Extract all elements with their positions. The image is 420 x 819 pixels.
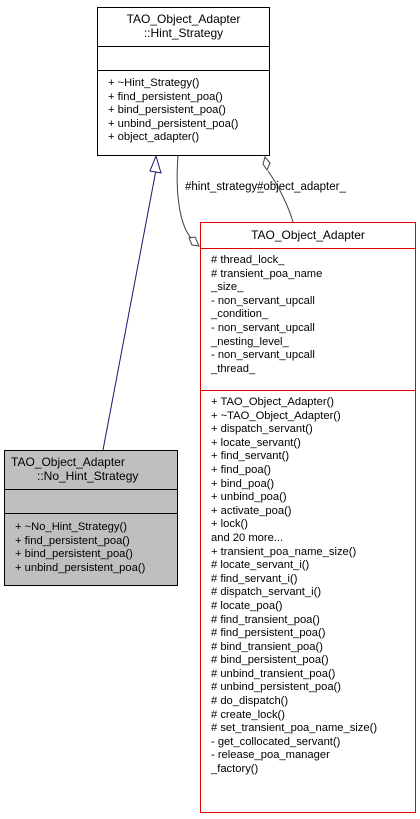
operation: + ~TAO_Object_Adapter() [211,409,341,422]
hint-strategy-attributes [98,46,269,70]
operation: # locate_poa() [211,599,283,612]
operation: + unbind_poa() [211,491,287,504]
object-adapter-attributes: # thread_lock_ # transient_poa_name _siz… [201,248,415,390]
object-adapter-title: TAO_Object_Adapter [251,228,365,242]
inheritance-edge [102,169,157,451]
attribute: _condition_ [211,308,269,321]
operation: + unbind_persistent_poa() [15,561,146,574]
operation: + unbind_persistent_poa() [108,117,239,130]
attribute: # thread_lock_ [211,254,285,266]
operation: # find_servant_i() [211,572,298,585]
hint-strategy-title-line1: TAO_Object_Adapter [126,12,241,26]
object-adapter-operations: + TAO_Object_Adapter() + ~TAO_Object_Ada… [201,390,415,781]
operation: + bind_persistent_poa() [108,104,226,117]
operation: + ~Hint_Strategy() [108,77,200,89]
attribute: - non_servant_upcall [211,294,315,307]
no-hint-strategy-operations: + ~No_Hint_Strategy() + find_persistent_… [5,513,177,579]
operation: + dispatch_servant() [211,423,313,436]
operation: + find_persistent_poa() [108,90,223,103]
operation: # bind_transient_poa() [211,640,323,653]
operation: + find_persistent_poa() [15,534,130,547]
operation: + activate_poa() [211,504,292,517]
attribute: _thread_ [211,362,256,375]
no-hint-strategy-title-line1: TAO_Object_Adapter [11,455,125,469]
operation: + transient_poa_name_size() [211,545,357,558]
operation: - release_poa_manager [211,749,330,762]
object-adapter-class[interactable]: TAO_Object_Adapter # thread_lock_ # tran… [200,222,416,813]
operation: # bind_persistent_poa() [211,654,329,667]
operation: # set_transient_poa_name_size() [211,722,378,735]
attribute: # transient_poa_name [211,267,323,280]
no-hint-strategy-attributes [5,489,177,513]
object-adapter-diamond [262,155,271,172]
operation: # create_lock() [211,708,285,721]
attribute: - non_servant_upcall [211,349,315,362]
more-operations-link[interactable]: and 20 more... [211,531,284,544]
operation: - get_collocated_servant() [211,735,341,748]
attribute: _nesting_level_ [211,335,289,348]
operation: # locate_servant_i() [211,559,310,572]
operation: + object_adapter() [108,131,200,144]
hint-strategy-association [176,155,194,241]
hint-strategy-title-line2: ::Hint_Strategy [143,26,224,40]
operation: + bind_poa() [211,477,275,490]
hint-strategy-title: TAO_Object_Adapter ::Hint_Strategy [98,8,269,46]
hint-strategy-class[interactable]: TAO_Object_Adapter ::Hint_Strategy + ~Hi… [97,7,270,156]
operation: # dispatch_servant_i() [211,586,322,599]
operation: + bind_persistent_poa() [15,548,133,561]
operation: # unbind_transient_poa() [211,667,336,680]
hint-strategy-diamond [188,236,200,247]
operation: + find_servant() [211,450,290,463]
object-adapter-association [267,170,294,223]
operation: _factory() [211,763,259,776]
operation: + lock() [211,518,248,531]
inheritance-arrowhead [149,154,162,174]
operation: # find_transient_poa() [211,613,320,626]
hint-strategy-operations: + ~Hint_Strategy() + find_persistent_poa… [98,70,269,149]
operation: # unbind_persistent_poa() [211,681,341,694]
operation: # do_dispatch() [211,695,289,708]
no-hint-strategy-title-line2: ::No_Hint_Strategy [37,469,139,483]
hint-strategy-edge-label: #hint_strategy_ [185,181,264,193]
no-hint-strategy-class[interactable]: TAO_Object_Adapter ::No_Hint_Strategy + … [4,450,178,586]
attribute: _size_ [211,281,244,294]
operation: # find_persistent_poa() [211,627,326,640]
no-hint-strategy-title: TAO_Object_Adapter ::No_Hint_Strategy [5,451,177,489]
object-adapter-edge-label: #object_adapter_ [257,181,346,193]
attribute: - non_servant_upcall [211,321,315,334]
operation: + find_poa() [211,463,272,476]
operation: + TAO_Object_Adapter() [211,396,335,408]
operation: + locate_servant() [211,436,301,449]
operation: + ~No_Hint_Strategy() [15,521,127,533]
